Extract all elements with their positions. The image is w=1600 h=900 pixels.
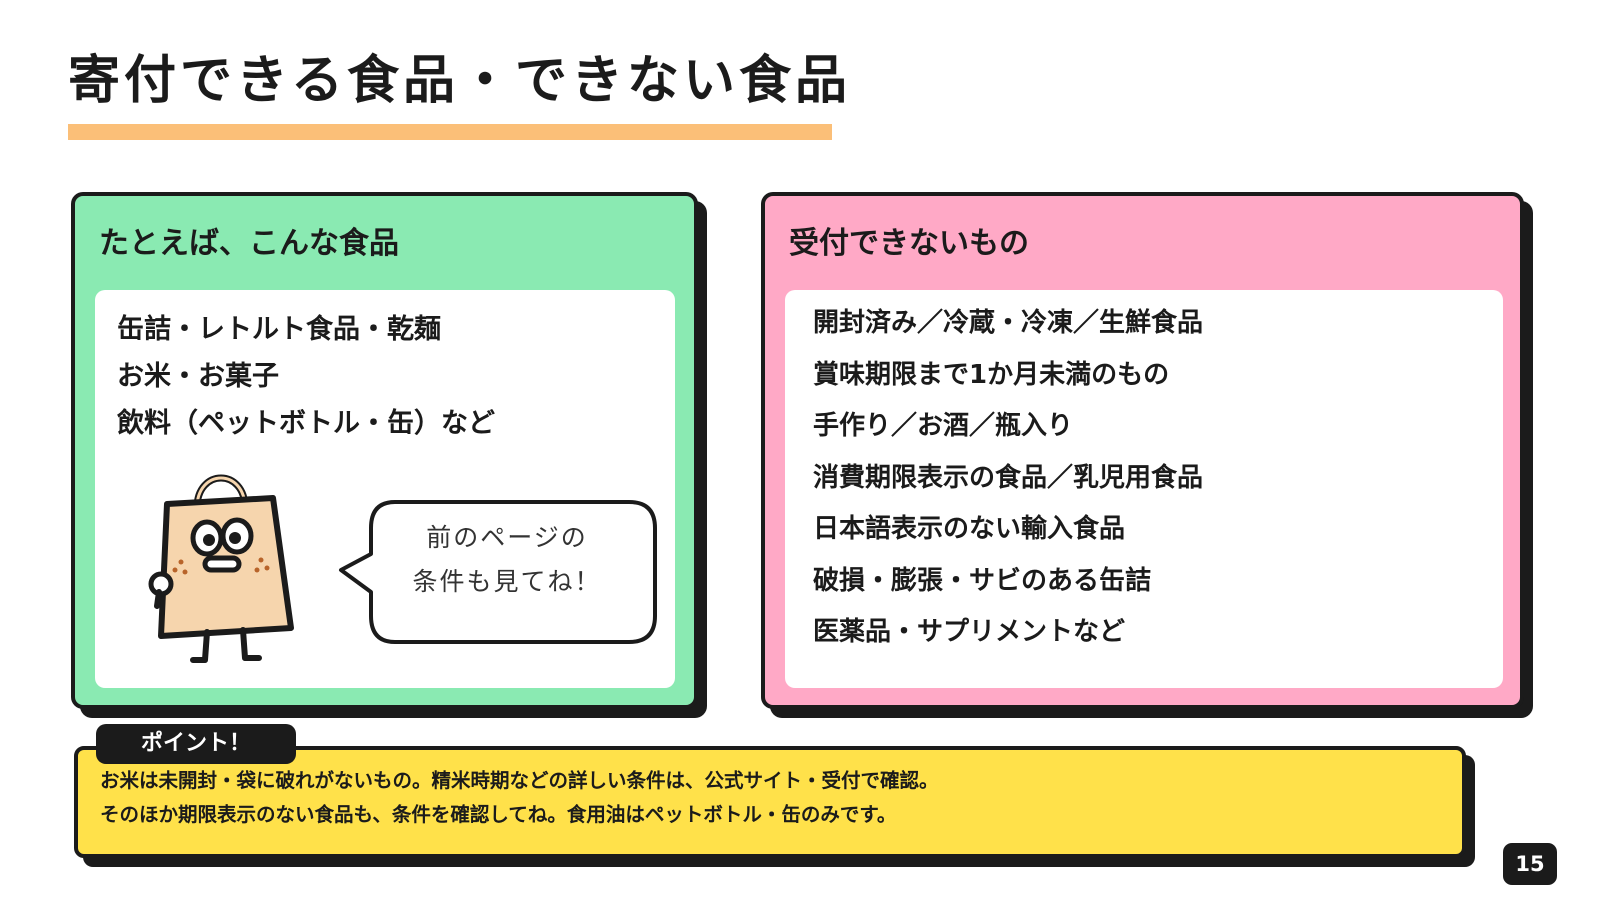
list-item: 消費期限表示の食品／乳児用食品: [813, 462, 1204, 493]
list-item: 手作り／お酒／瓶入り: [813, 411, 1074, 441]
list-item: 缶詰・レトルト食品・乾麺: [117, 314, 441, 345]
acceptable-foods-card: たとえば、こんな食品 缶詰・レトルト食品・乾麺 お米・お菓子 飲料（ペットボトル…: [71, 192, 698, 709]
bubble-line: 前のページの: [426, 523, 588, 552]
bubble-line: 条件も見てね！: [412, 567, 602, 596]
page-number: 15: [1503, 843, 1557, 885]
list-item: 飲料（ペットボトル・缶）など: [117, 408, 495, 439]
list-item: 医薬品・サプリメントなど: [813, 617, 1126, 647]
point-box: お米は未開封・袋に破れがないもの。精米時期などの詳しい条件は、公式サイト・受付で…: [74, 746, 1466, 858]
acceptable-foods-list: 缶詰・レトルト食品・乾麺 お米・お菓子 飲料（ペットボトル・缶）など: [117, 306, 495, 447]
tote-bag-mascot-icon: [145, 460, 305, 670]
not-accepted-panel: 開封済み／冷蔵・冷凍／生鮮食品 賞味期限まで1か月未満のもの 手作り／お酒／瓶入…: [785, 290, 1503, 688]
not-accepted-card: 受付できないもの 開封済み／冷蔵・冷凍／生鮮食品 賞味期限まで1か月未満のもの …: [761, 192, 1524, 709]
title-underline: [68, 124, 832, 140]
point-tag: ポイント！: [96, 724, 296, 764]
speech-bubble-icon: 前のページの 条件も見てね！: [337, 498, 659, 646]
acceptable-foods-heading: たとえば、こんな食品: [99, 226, 399, 261]
list-item: 日本語表示のない輸入食品: [813, 514, 1126, 544]
acceptable-foods-panel: 缶詰・レトルト食品・乾麺 お米・お菓子 飲料（ペットボトル・缶）など: [95, 290, 675, 688]
list-item: 賞味期限まで1か月未満のもの: [813, 359, 1170, 390]
point-line: お米は未開封・袋に破れがないもの。精米時期などの詳しい条件は、公式サイト・受付で…: [100, 769, 939, 792]
point-text: お米は未開封・袋に破れがないもの。精米時期などの詳しい条件は、公式サイト・受付で…: [100, 764, 939, 832]
point-line: そのほか期限表示のない食品も、条件を確認してね。食用油はペットボトル・缶のみです…: [100, 803, 897, 826]
not-accepted-heading: 受付できないもの: [789, 226, 1029, 261]
list-item: お米・お菓子: [117, 361, 279, 392]
list-item: 破損・膨張・サビのある缶詰: [813, 565, 1152, 596]
bubble-text: 前のページの 条件も見てね！: [377, 516, 637, 604]
list-item: 開封済み／冷蔵・冷凍／生鮮食品: [813, 308, 1204, 338]
page-title: 寄付できる食品・できない食品: [68, 51, 851, 111]
not-accepted-list: 開封済み／冷蔵・冷凍／生鮮食品 賞味期限まで1か月未満のもの 手作り／お酒／瓶入…: [813, 298, 1203, 659]
